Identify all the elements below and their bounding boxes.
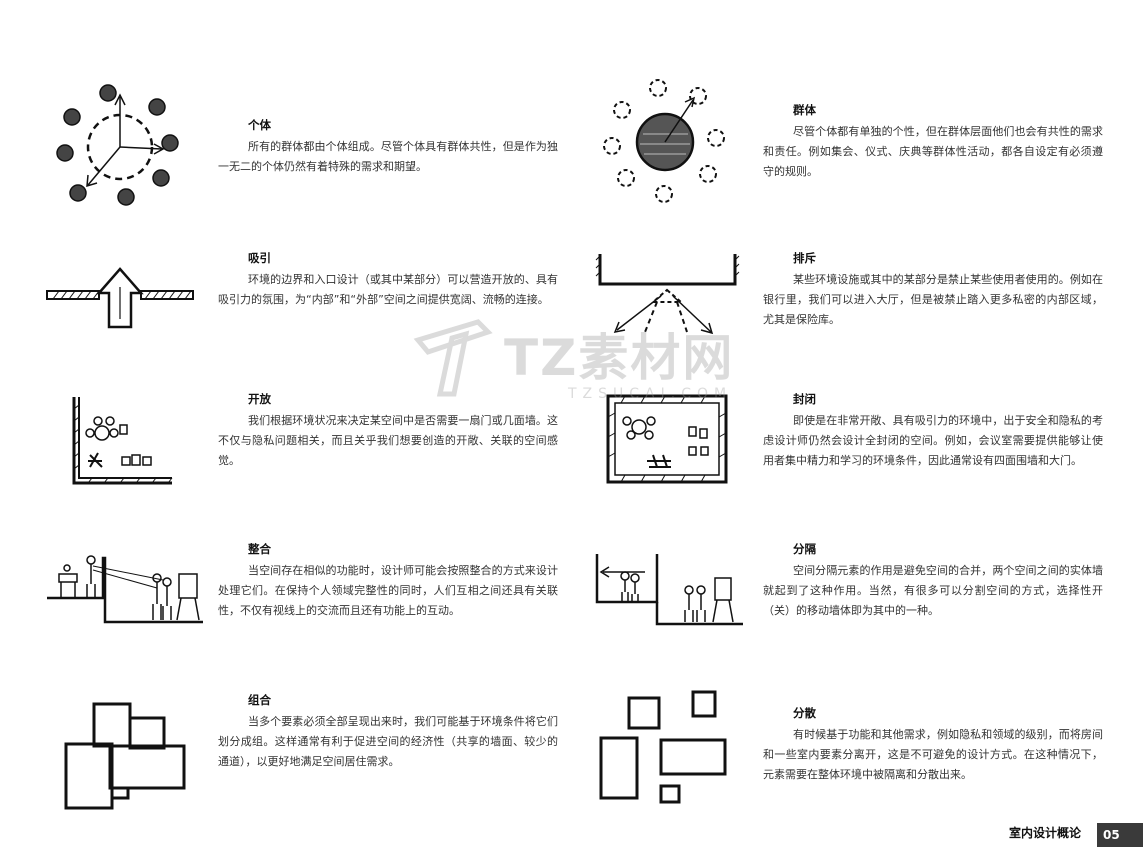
section-text: 环境的边界和入口设计（或其中某部分）可以营造开放的、具有吸引力的氛围，为“内部”… (218, 273, 558, 306)
dispersion-sketch (595, 688, 745, 804)
section-text: 有时候基于功能和其他需求，例如隐私和领域的级别，而将房间和一些室内要素分离开，这… (763, 728, 1103, 781)
section-text: 某些环境设施或其中的某部分是禁止某些使用者使用的。例如在银行里，我们可以进入大厅… (763, 273, 1103, 326)
section-text: 我们根据环境状况来决定某空间中是否需要一扇门或几面墙。这不仅与隐私问题相关，而且… (218, 414, 558, 467)
section-integration: 整合 当空间存在相似的功能时，设计师可能会按照整合的方式来设计处理它们。在保持个… (218, 541, 558, 621)
section-openness: 开放 我们根据环境状况来决定某空间中是否需要一扇门或几面墙。这不仅与隐私问题相关… (218, 391, 558, 471)
section-repulsion: 排斥 某些环境设施或其中的某部分是禁止某些使用者使用的。例如在银行里，我们可以进… (763, 250, 1103, 330)
section-title: 群体 (793, 103, 816, 117)
integration-sketch (45, 548, 205, 628)
section-text: 空间分隔元素的作用是避免空间的合并，两个空间之间的实体墙就起到了这种作用。当然，… (763, 564, 1103, 617)
section-title: 排斥 (793, 251, 816, 265)
section-text: 当多个要素必须全部呈现出来时，我们可能基于环境条件将它们划分成组。这样通常有利于… (218, 715, 558, 768)
section-separation: 分隔 空间分隔元素的作用是避免空间的合并，两个空间之间的实体墙就起到了这种作用。… (763, 541, 1103, 621)
combination-sketch (60, 700, 190, 815)
repulsion-sketch (595, 252, 740, 342)
section-text: 即使是在非常开敞、具有吸引力的环境中，出于安全和隐私的考虑设计师仍然会设计全封闭… (763, 414, 1103, 467)
section-group: 群体 尽管个体都有单独的个性，但在群体层面他们也会有共性的需求和责任。例如集会、… (763, 102, 1103, 182)
section-title: 分散 (793, 706, 816, 720)
section-title: 吸引 (248, 251, 271, 265)
openness-sketch (68, 395, 178, 490)
section-text: 所有的群体都由个体组成。尽管个体具有群体共性，但是作为独一无二的个体仍然有着特殊… (218, 140, 558, 173)
watermark-logo-icon (413, 319, 493, 397)
individual-sketch (50, 84, 190, 215)
attraction-sketch (45, 265, 195, 335)
section-title: 开放 (248, 392, 271, 406)
section-title: 封闭 (793, 392, 816, 406)
separation-sketch (595, 550, 745, 630)
section-combination: 组合 当多个要素必须全部呈现出来时，我们可能基于环境条件将它们划分成组。这样通常… (218, 692, 558, 772)
section-text: 当空间存在相似的功能时，设计师可能会按照整合的方式来设计处理它们。在保持个人领域… (218, 564, 558, 617)
section-title: 整合 (248, 542, 271, 556)
section-dispersion: 分散 有时候基于功能和其他需求，例如隐私和领域的级别，而将房间和一些室内要素分离… (763, 705, 1103, 785)
enclosure-sketch (605, 393, 730, 488)
section-individual: 个体 所有的群体都由个体组成。尽管个体具有群体共性，但是作为独一无二的个体仍然有… (218, 117, 558, 177)
section-title: 分隔 (793, 542, 816, 556)
section-attraction: 吸引 环境的边界和入口设计（或其中某部分）可以营造开放的、具有吸引力的氛围，为“… (218, 250, 558, 310)
section-title: 个体 (248, 118, 271, 132)
section-enclosure: 封闭 即使是在非常开敞、具有吸引力的环境中，出于安全和隐私的考虑设计师仍然会设计… (763, 391, 1103, 471)
footer-title: 室内设计概论 (1008, 826, 1081, 840)
watermark-text: TZ素材网 (504, 329, 735, 387)
section-text: 尽管个体都有单独的个性，但在群体层面他们也会有共性的需求和责任。例如集会、仪式、… (763, 125, 1103, 178)
group-sketch (598, 76, 728, 206)
page-number: 05 (1097, 823, 1143, 847)
watermark: TZ素材网 TZSUCAI.COM (408, 310, 748, 410)
watermark-subtext: TZSUCAI.COM (568, 386, 733, 402)
section-title: 组合 (248, 693, 271, 707)
